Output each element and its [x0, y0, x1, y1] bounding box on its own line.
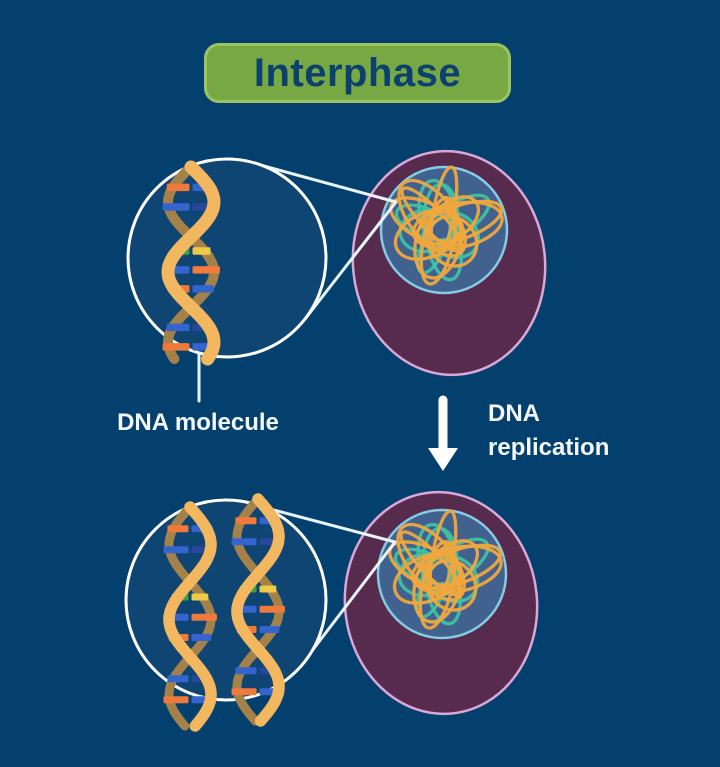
zoom-circle-top [126, 157, 328, 359]
dna-helix-single [161, 160, 221, 366]
cell-top [351, 149, 547, 377]
replication-arrow-icon [428, 395, 458, 471]
dna-replication-label: DNA replication [488, 397, 609, 465]
zoom-circle-bottom [124, 498, 328, 702]
zoom-wedge-bottom [249, 502, 397, 662]
dna-replication-label-line2: replication [488, 434, 610, 461]
dna-molecule-label: DNA molecule [117, 409, 279, 436]
dna-helix-replicated-left [163, 501, 217, 732]
title-text: Interphase [253, 50, 462, 95]
title-banner: Interphase [204, 43, 511, 103]
zoom-wedge-top [251, 161, 398, 321]
dna-magnifier-top [126, 157, 328, 366]
dna-magnifier-bottom [124, 493, 328, 732]
dna-replication-label-line1: DNA [488, 400, 540, 427]
chromatin-tangle-bottom [388, 509, 503, 630]
chromatin-tangle-top [389, 165, 504, 286]
dna-helix-replicated-right [231, 493, 285, 727]
cell-bottom [343, 490, 539, 716]
